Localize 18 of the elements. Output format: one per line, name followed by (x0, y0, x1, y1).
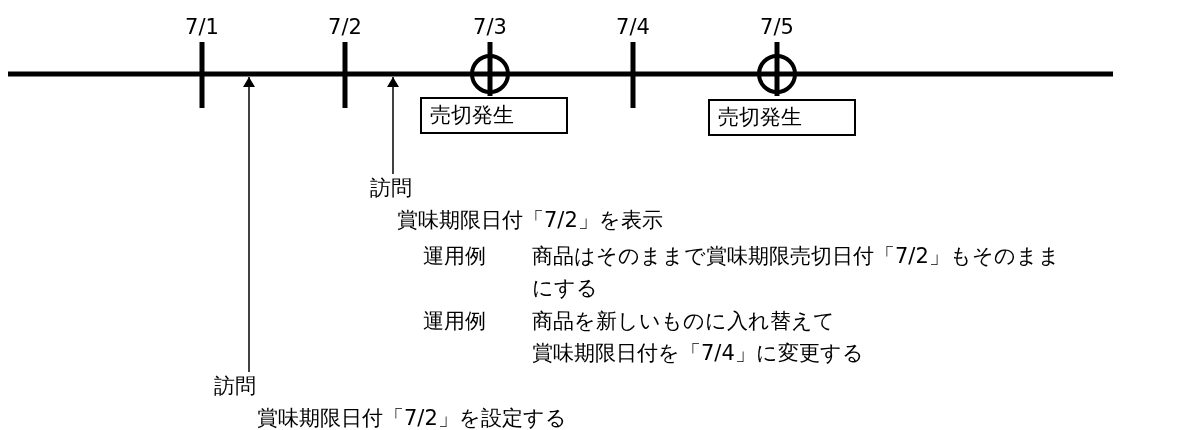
note-text: 賞味期限日付「7/2」を設定する (257, 405, 567, 430)
note-text: 賞味期限日付「7/2」を表示 (397, 207, 663, 234)
note-text: 商品はそのままで賞味期限売切日付「7/2」もそのままにする (532, 243, 1061, 302)
label-box: 売切発生 (420, 97, 568, 134)
arrow (387, 76, 399, 175)
date-label: 7/3 (472, 14, 508, 41)
note-text: 賞味期限日付を「7/4」に変更する (532, 340, 864, 367)
note-text: 運用例 (423, 308, 486, 335)
label-box: 売切発生 (708, 99, 856, 136)
note-text: 商品を新しいものに入れ替えて (532, 308, 835, 335)
note-text: 運用例 (423, 243, 486, 270)
date-label: 7/2 (327, 14, 363, 41)
date-label: 7/5 (759, 14, 795, 41)
visit-label: 訪問 (214, 373, 256, 400)
visit-label: 訪問 (370, 175, 412, 202)
arrow (243, 76, 255, 373)
date-label: 7/1 (184, 14, 220, 41)
date-label: 7/4 (615, 14, 651, 41)
